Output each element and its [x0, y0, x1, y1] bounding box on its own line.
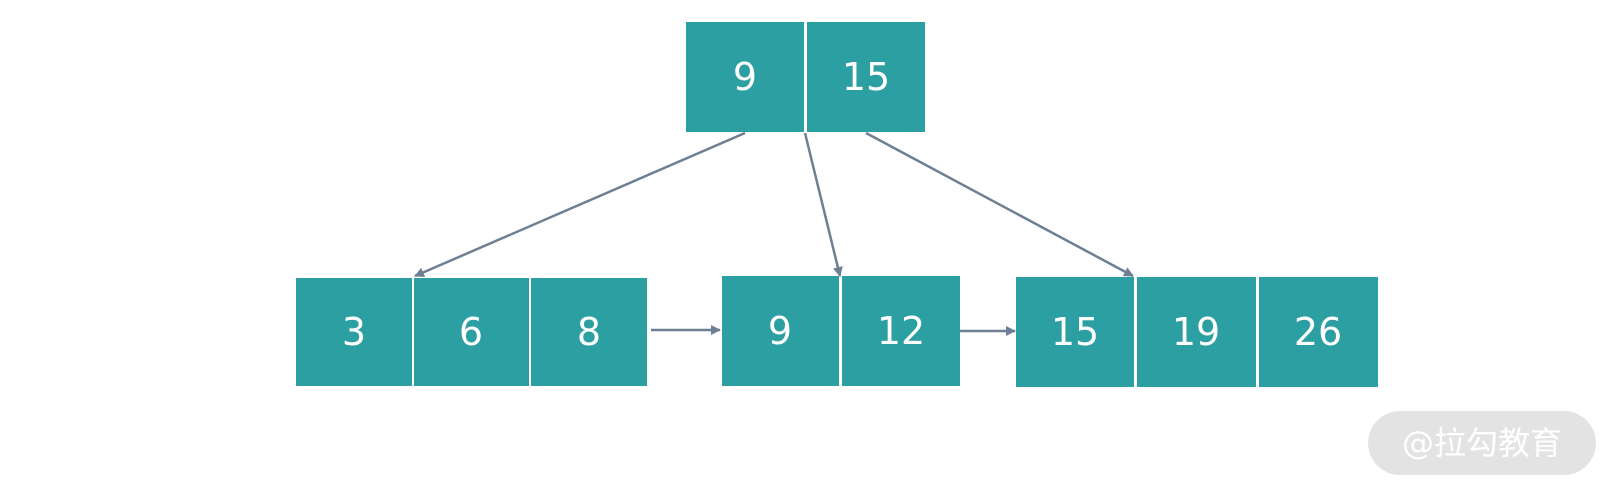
leaf-key-label: 26	[1294, 310, 1342, 354]
leaf-key-cell: 8	[531, 278, 647, 386]
leaf-key-label: 6	[459, 310, 483, 354]
tree-edges	[414, 131, 1134, 278]
watermark: @拉勾教育	[1368, 411, 1596, 475]
leaf-links	[651, 325, 1016, 336]
root-key-label: 15	[842, 55, 890, 99]
leaf-key-label: 3	[342, 310, 366, 354]
root-key-cell: 9	[686, 22, 804, 132]
leaf-node-3: 15 19 26	[1016, 277, 1378, 387]
leaf-key-cell: 19	[1137, 277, 1256, 387]
leaf-key-label: 15	[1051, 310, 1099, 354]
leaf-key-label: 12	[877, 309, 925, 353]
leaf-key-label: 19	[1172, 310, 1220, 354]
leaf-key-cell: 6	[414, 278, 529, 386]
leaf-key-cell: 9	[722, 276, 839, 386]
watermark-text: @拉勾教育	[1402, 424, 1562, 462]
leaf-key-label: 9	[768, 309, 792, 353]
leaf-key-cell: 15	[1016, 277, 1134, 387]
leaf-key-cell: 12	[842, 276, 960, 386]
leaf-key-cell: 26	[1259, 277, 1378, 387]
leaf-node-2: 9 12	[722, 276, 960, 386]
root-key-cell: 15	[807, 22, 925, 132]
root-node: 9 15	[686, 22, 925, 132]
leaf-key-cell: 3	[296, 278, 412, 386]
leaf-key-label: 8	[577, 310, 601, 354]
leaf-node-1: 3 6 8	[296, 278, 647, 386]
edge-root-to-leaf-2	[803, 132, 843, 277]
edge-root-to-leaf-1	[414, 131, 746, 278]
edge-root-to-leaf-3	[865, 131, 1134, 278]
root-key-label: 9	[733, 55, 757, 99]
